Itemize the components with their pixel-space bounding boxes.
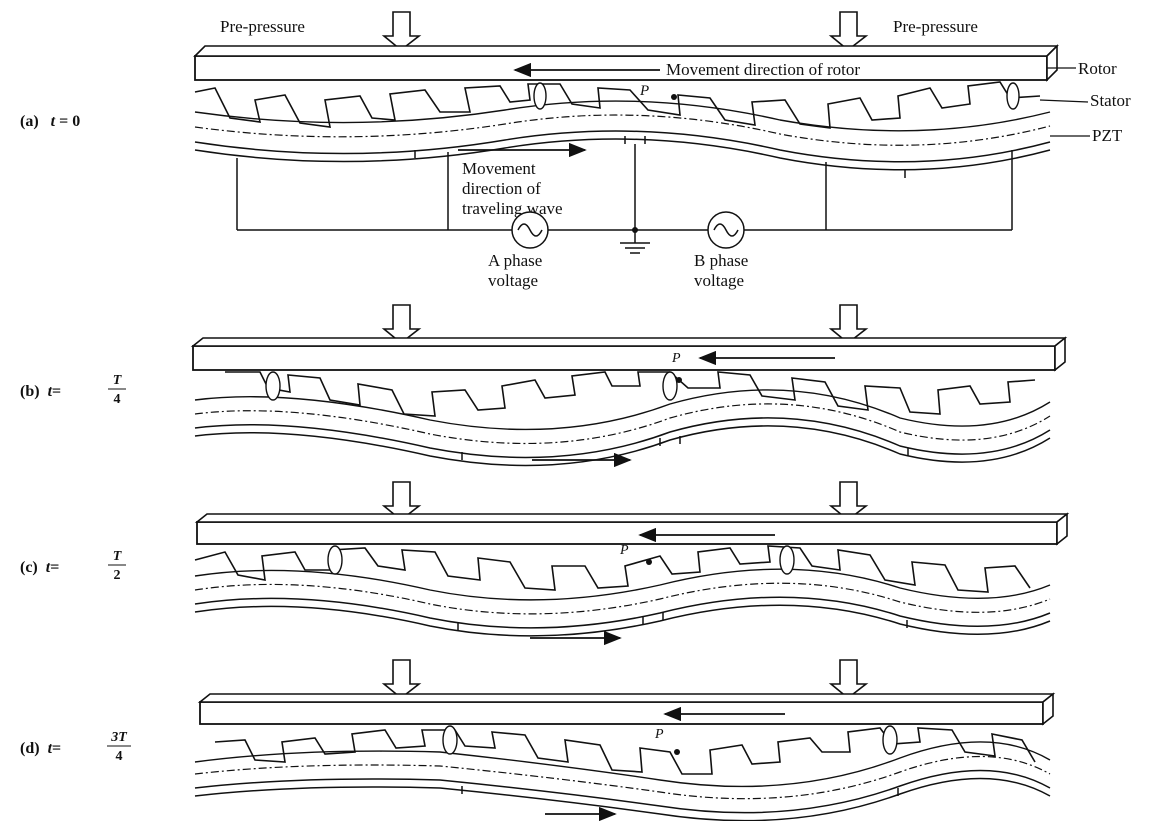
pzt-layer-top: [194, 769, 1051, 814]
contact-point-icon: [779, 545, 795, 575]
point-p-marker: [671, 94, 677, 100]
pzt-layer-bottom: [194, 138, 1051, 171]
contact-point-icon: [662, 371, 678, 401]
rotor-bar: [197, 692, 1056, 726]
pzt-layer-top: [194, 596, 1051, 629]
stator-label: Stator: [1090, 91, 1131, 110]
neutral-layer-line: [194, 114, 1051, 146]
pre-pressure-label-left: Pre-pressure: [220, 17, 305, 36]
electrode-circuit: [236, 144, 1013, 254]
rotor-bar: [193, 44, 1059, 82]
pre-pressure-arrow-icon: [828, 11, 869, 52]
svg-text:(c)t=: (c)t=: [20, 559, 59, 576]
pre-pressure-arrow-icon: [381, 11, 422, 52]
a-phase-label: A phase voltage: [488, 251, 547, 290]
panel-c-label: (c)t= T 2: [20, 549, 126, 583]
contact-point-icon: [533, 82, 547, 110]
a-phase-source-icon: [511, 211, 549, 249]
contact-point-icon: [442, 725, 458, 755]
rotor-bar: [190, 336, 1068, 372]
point-p-label: P: [654, 727, 664, 742]
pzt-layer-bottom: [194, 604, 1051, 637]
stator-teeth: [194, 727, 1051, 788]
panel-a: Pre-pressure Pre-pressure Movement direc…: [20, 11, 1131, 290]
svg-text:3T: 3T: [110, 730, 128, 745]
point-p-label: P: [619, 543, 629, 558]
panel-d-label: (d)t= 3T 4: [20, 730, 131, 764]
contact-point-icon: [327, 545, 343, 575]
b-phase-label: B phase voltage: [694, 251, 753, 290]
pre-pressure-label-right: Pre-pressure: [893, 17, 978, 36]
rotor-label: Rotor: [1078, 59, 1117, 78]
panel-a-label: (a) t = 0: [20, 113, 80, 130]
neutral-layer-line: [194, 755, 1051, 800]
pzt-layer-top: [194, 417, 1051, 459]
point-p-marker: [674, 749, 680, 755]
pre-pressure-arrow-icon: [381, 659, 422, 700]
svg-text:T: T: [113, 549, 123, 564]
svg-text:4: 4: [116, 749, 123, 764]
pzt-label: PZT: [1092, 126, 1123, 145]
contact-point-icon: [265, 371, 281, 401]
svg-text:(d)t=: (d)t=: [20, 740, 61, 757]
pre-pressure-arrow-icon: [828, 304, 869, 345]
panel-b: P (b)t= T 4: [20, 304, 1068, 468]
panel-c: P (c)t= T 2: [20, 481, 1070, 646]
neutral-layer-line: [194, 582, 1051, 615]
pre-pressure-arrow-icon: [381, 481, 422, 522]
pzt-layer-bottom: [194, 777, 1051, 821]
rotor-bar: [194, 512, 1070, 546]
point-p-label: P: [671, 351, 681, 366]
panel-d: P (d)t= 3T 4: [20, 659, 1056, 821]
svg-text:(b)t=: (b)t=: [20, 383, 61, 400]
b-phase-source-icon: [707, 211, 745, 249]
pzt-layer-bottom: [194, 425, 1051, 467]
pre-pressure-arrow-icon: [828, 659, 869, 700]
point-p-marker: [646, 559, 652, 565]
pre-pressure-arrow-icon: [828, 481, 869, 522]
contact-point-icon: [882, 725, 898, 755]
rotor-direction-label: Movement direction of rotor: [666, 60, 860, 79]
panel-b-label: (b)t= T 4: [20, 373, 126, 407]
contact-point-icon: [1006, 82, 1020, 110]
svg-text:T: T: [113, 373, 123, 388]
wave-direction-label: Movement direction of traveling wave: [462, 159, 563, 218]
pre-pressure-arrow-icon: [381, 304, 422, 345]
stator-leader-line: [1039, 99, 1089, 103]
point-p-marker: [676, 377, 682, 383]
svg-text:2: 2: [114, 568, 121, 583]
stator-teeth: [194, 371, 1051, 431]
stator-teeth: [194, 81, 1051, 132]
neutral-layer-line: [194, 403, 1051, 445]
svg-text:4: 4: [114, 392, 121, 407]
point-p-label: P: [639, 83, 649, 99]
pzt-layer-top: [194, 130, 1051, 163]
